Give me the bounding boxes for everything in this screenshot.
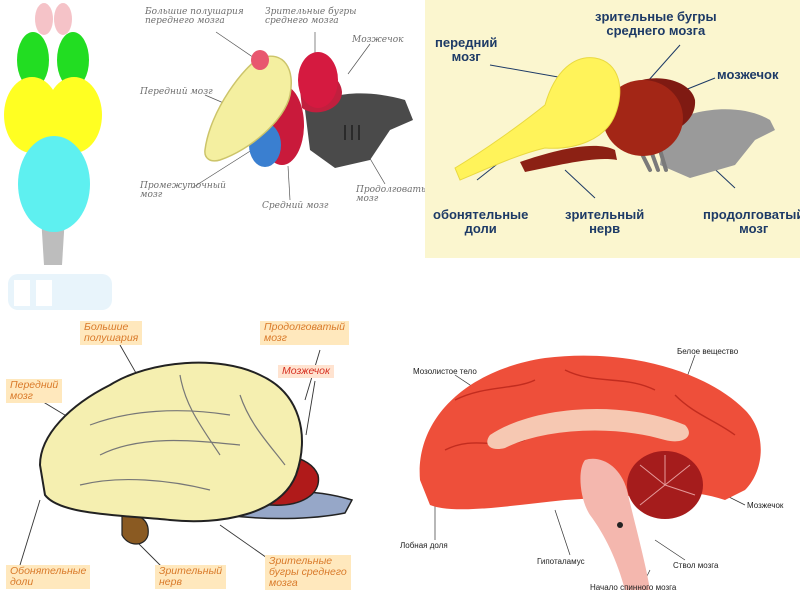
olfactory-lobe-left (35, 3, 53, 35)
hindbrain-shape (18, 136, 90, 232)
label-frontal-lobe: Лобная доля (400, 542, 448, 550)
label-forebrain: Передний мозг (140, 88, 213, 97)
panel-reptile-brain: передний мозг зрительные бугры среднего … (425, 0, 800, 258)
human-brain-drawing (395, 340, 800, 600)
label-olfactory: Обонятельные доли (6, 565, 90, 589)
label-optic-nerve: Зрительный нерв (155, 565, 226, 589)
label-medulla: продолговатый мозг (703, 208, 800, 235)
label-spinal-start: Начало спинного мозга (590, 584, 676, 592)
label-hypothalamus: Гипоталамус (537, 558, 585, 566)
label-hemispheres: Большие полушария (80, 321, 142, 345)
label-white-matter: Белое вещество (677, 348, 738, 356)
label-cerebellum: Мозжечок (747, 502, 783, 510)
label-corpus-callosum: Мозолистое тело (413, 368, 477, 376)
panel-schematic-brain (0, 0, 110, 270)
label-optic-nerve: зрительный нерв (565, 208, 644, 235)
panel-amphibian-brain: Большие полушария переднего мозга Зрител… (120, 0, 425, 260)
label-olfactory: обонятельные доли (433, 208, 528, 235)
watermark-fragment (0, 272, 120, 314)
panel-mammal-brain: Большие полушария Продолговатый мозг Пер… (0, 315, 385, 600)
label-medulla: Продолговатый мозг (260, 321, 349, 345)
label-cerebellum: мозжечок (717, 68, 778, 82)
label-optic-lobes: Зрительные бугры среднего мозга (265, 555, 351, 590)
label-midbrain: Средний мозг (262, 202, 328, 211)
hemisphere-shape (40, 363, 302, 522)
optic-nerve-shape (122, 515, 148, 544)
label-cerebellum: Мозжечок (278, 365, 334, 378)
label-diencephalon: Промежуточный мозг (140, 182, 226, 201)
olfactory-lobe-right (54, 3, 72, 35)
optic-lobes-shape (298, 52, 338, 108)
label-optic-lobes: зрительные бугры среднего мозга (595, 10, 717, 37)
label-brainstem: Ствол мозга (673, 562, 718, 570)
label-cerebellum: Мозжечок (352, 36, 404, 45)
label-forebrain: передний мозг (435, 36, 497, 63)
label-forebrain: Передний мозг (6, 379, 62, 403)
panel-human-brain: Мозолистое тело Белое вещество Мозжечок … (395, 340, 800, 600)
label-medulla: Продолговатый мозг (356, 186, 425, 205)
schematic-brain-diagram (0, 0, 110, 270)
label-hemispheres: Большие полушария переднего мозга (145, 8, 244, 27)
label-optic-lobes: Зрительные бугры среднего мозга (265, 8, 356, 27)
